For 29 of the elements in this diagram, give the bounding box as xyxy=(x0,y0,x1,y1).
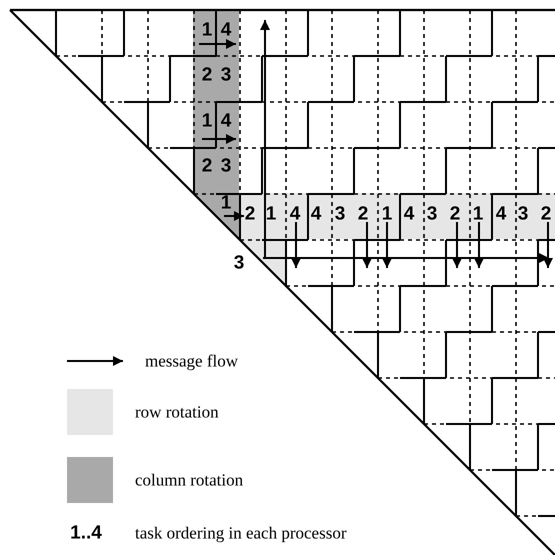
task-number: 1 xyxy=(202,20,212,40)
task-number: 4 xyxy=(496,204,506,224)
legend-text: column rotation xyxy=(135,472,244,488)
legend-text: task ordering in each processor xyxy=(135,524,346,542)
task-number: 1 xyxy=(220,194,232,212)
legend-text: row rotation xyxy=(135,404,219,420)
task-number: 4 xyxy=(220,112,232,130)
task-number: 2 xyxy=(202,156,212,176)
task-number: 4 xyxy=(290,204,300,224)
legend-text: message flow xyxy=(145,352,238,370)
task-number: 3 xyxy=(220,66,232,84)
task-number: 3 xyxy=(518,204,528,224)
task-number: 1 xyxy=(202,112,212,130)
task-number: 2 xyxy=(450,204,460,224)
task-number: 3 xyxy=(334,204,346,224)
task-number: 1 xyxy=(266,204,276,224)
task-number: 2 xyxy=(202,66,212,84)
task-number: 1..4 xyxy=(70,524,102,542)
task-number: 2 xyxy=(540,204,552,224)
task-number: 4 xyxy=(310,204,322,224)
task-number: 3 xyxy=(426,204,438,224)
task-number: 2 xyxy=(244,204,256,224)
task-number: 3 xyxy=(220,156,232,176)
task-number: 4 xyxy=(404,204,414,224)
task-number: 2 xyxy=(358,204,368,224)
task-number: 4 xyxy=(220,20,232,40)
task-number: 1 xyxy=(472,204,484,224)
task-number: 3 xyxy=(234,254,244,272)
task-number: 1 xyxy=(382,204,392,224)
